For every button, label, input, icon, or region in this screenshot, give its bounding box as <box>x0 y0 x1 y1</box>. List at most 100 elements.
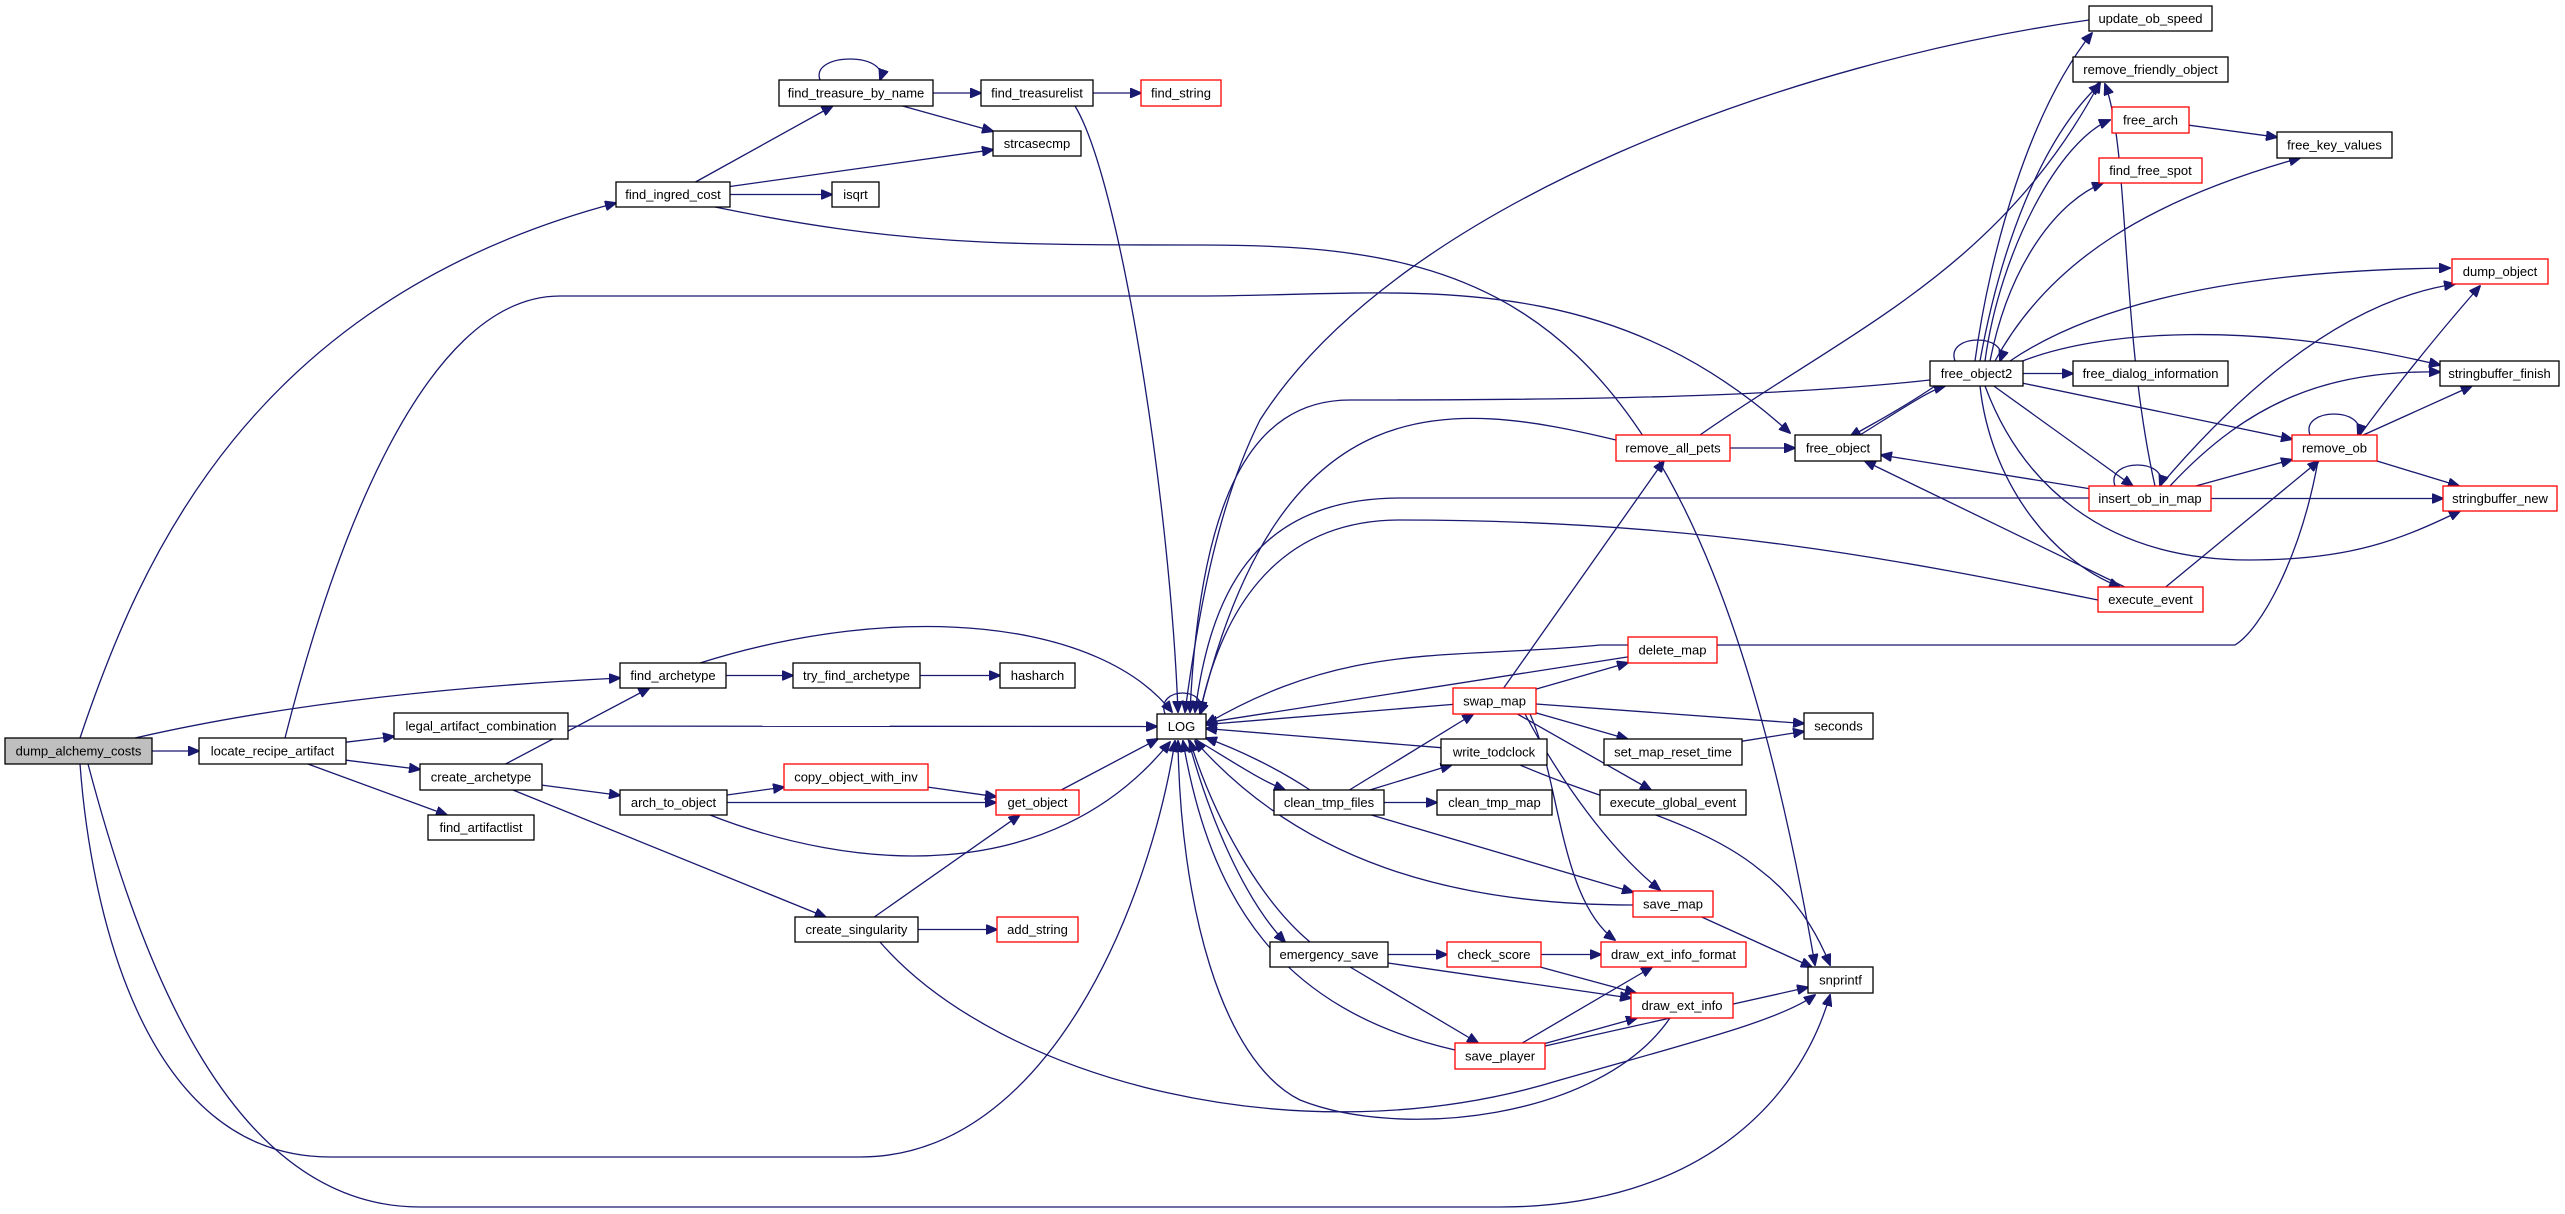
node-locate_recipe_artifact[interactable]: locate_recipe_artifact <box>198 737 347 765</box>
node-box[interactable] <box>783 763 929 791</box>
node-box[interactable] <box>1273 789 1385 816</box>
node-box[interactable] <box>619 662 727 689</box>
node-box[interactable] <box>427 814 535 841</box>
node-set_map_reset_time[interactable]: set_map_reset_time <box>1603 738 1743 766</box>
node-find_string[interactable]: find_string <box>1140 79 1222 107</box>
node-box[interactable] <box>419 763 543 791</box>
node-box[interactable] <box>619 789 728 816</box>
node-box[interactable] <box>996 916 1079 943</box>
node-check_score[interactable]: check_score <box>1446 941 1542 968</box>
node-isqrt[interactable]: isqrt <box>831 181 880 208</box>
node-find_treasure_by_name[interactable]: find_treasure_by_name <box>778 79 934 107</box>
node-find_free_spot[interactable]: find_free_spot <box>2098 157 2203 184</box>
node-box[interactable] <box>2451 258 2549 285</box>
node-free_object2[interactable]: free_object2 <box>1929 360 2024 387</box>
node-box[interactable] <box>2072 56 2229 83</box>
node-box[interactable] <box>831 181 880 208</box>
node-seconds[interactable]: seconds <box>1803 712 1874 740</box>
node-stringbuffer_finish[interactable]: stringbuffer_finish <box>2439 360 2560 387</box>
node-find_treasurelist[interactable]: find_treasurelist <box>980 79 1094 107</box>
node-box[interactable] <box>2276 131 2393 159</box>
node-create_archetype[interactable]: create_archetype <box>419 763 543 791</box>
node-box[interactable] <box>393 712 569 740</box>
node-box[interactable] <box>1446 941 1542 968</box>
node-update_ob_speed[interactable]: update_ob_speed <box>2088 5 2213 32</box>
node-free_object[interactable]: free_object <box>1794 434 1882 462</box>
node-box[interactable] <box>995 789 1080 816</box>
node-box[interactable] <box>1807 966 1874 994</box>
node-dump_object[interactable]: dump_object <box>2451 258 2549 285</box>
node-snprintf[interactable]: snprintf <box>1807 966 1874 994</box>
node-box[interactable] <box>2291 434 2378 462</box>
node-box[interactable] <box>1440 738 1548 766</box>
node-box[interactable] <box>1603 738 1743 766</box>
node-box[interactable] <box>2439 360 2560 387</box>
node-box[interactable] <box>1436 789 1553 816</box>
node-free_key_values[interactable]: free_key_values <box>2276 131 2393 159</box>
node-box[interactable] <box>792 662 921 689</box>
node-box[interactable] <box>1803 712 1874 740</box>
node-clean_tmp_map[interactable]: clean_tmp_map <box>1436 789 1553 816</box>
node-draw_ext_info_format[interactable]: draw_ext_info_format <box>1600 941 1747 968</box>
node-box[interactable] <box>1794 434 1882 462</box>
node-insert_ob_in_map[interactable]: insert_ob_in_map <box>2088 485 2212 512</box>
node-find_archetype[interactable]: find_archetype <box>619 662 727 689</box>
node-add_string[interactable]: add_string <box>996 916 1079 943</box>
node-box[interactable] <box>2442 485 2558 512</box>
node-box[interactable] <box>778 79 934 107</box>
node-free_dialog_information[interactable]: free_dialog_information <box>2072 360 2229 387</box>
node-find_ingred_cost[interactable]: find_ingred_cost <box>615 181 731 208</box>
node-box[interactable] <box>1632 890 1714 918</box>
node-remove_friendly_object[interactable]: remove_friendly_object <box>2072 56 2229 83</box>
node-swap_map[interactable]: swap_map <box>1452 687 1537 715</box>
node-box[interactable] <box>794 916 919 943</box>
node-box[interactable] <box>1627 636 1718 664</box>
node-box[interactable] <box>4 737 153 765</box>
node-emergency_save[interactable]: emergency_save <box>1269 941 1389 968</box>
node-free_arch[interactable]: free_arch <box>2111 106 2190 134</box>
node-dump_alchemy_costs[interactable]: dump_alchemy_costs <box>4 737 153 765</box>
node-box[interactable] <box>2072 360 2229 387</box>
node-box[interactable] <box>1630 992 1734 1019</box>
node-remove_all_pets[interactable]: remove_all_pets <box>1615 434 1731 462</box>
node-hasharch[interactable]: hasharch <box>999 662 1076 689</box>
node-find_artifactlist[interactable]: find_artifactlist <box>427 814 535 841</box>
node-box[interactable] <box>2098 157 2203 184</box>
node-box[interactable] <box>1156 713 1207 740</box>
node-box[interactable] <box>1140 79 1222 107</box>
node-execute_global_event[interactable]: execute_global_event <box>1599 789 1747 816</box>
node-box[interactable] <box>2088 485 2212 512</box>
node-delete_map[interactable]: delete_map <box>1627 636 1718 664</box>
node-box[interactable] <box>1454 1042 1546 1070</box>
node-remove_ob[interactable]: remove_ob <box>2291 434 2378 462</box>
node-write_todclock[interactable]: write_todclock <box>1440 738 1548 766</box>
node-box[interactable] <box>198 737 347 765</box>
node-stringbuffer_new[interactable]: stringbuffer_new <box>2442 485 2558 512</box>
node-arch_to_object[interactable]: arch_to_object <box>619 789 728 816</box>
node-box[interactable] <box>1269 941 1389 968</box>
node-get_object[interactable]: get_object <box>995 789 1080 816</box>
node-save_map[interactable]: save_map <box>1632 890 1714 918</box>
node-box[interactable] <box>2097 586 2204 613</box>
node-box[interactable] <box>615 181 731 208</box>
node-draw_ext_info[interactable]: draw_ext_info <box>1630 992 1734 1019</box>
node-box[interactable] <box>1615 434 1731 462</box>
node-box[interactable] <box>992 130 1082 157</box>
node-box[interactable] <box>2088 5 2213 32</box>
node-execute_event[interactable]: execute_event <box>2097 586 2204 613</box>
node-copy_object_with_inv[interactable]: copy_object_with_inv <box>783 763 929 791</box>
node-strcasecmp[interactable]: strcasecmp <box>992 130 1082 157</box>
node-box[interactable] <box>1600 941 1747 968</box>
node-LOG[interactable]: LOG <box>1156 713 1207 740</box>
node-box[interactable] <box>980 79 1094 107</box>
node-try_find_archetype[interactable]: try_find_archetype <box>792 662 921 689</box>
node-box[interactable] <box>2111 106 2190 134</box>
node-legal_artifact_combination[interactable]: legal_artifact_combination <box>393 712 569 740</box>
node-clean_tmp_files[interactable]: clean_tmp_files <box>1273 789 1385 816</box>
node-box[interactable] <box>1452 687 1537 715</box>
node-box[interactable] <box>1929 360 2024 387</box>
node-create_singularity[interactable]: create_singularity <box>794 916 919 943</box>
node-save_player[interactable]: save_player <box>1454 1042 1546 1070</box>
node-box[interactable] <box>999 662 1076 689</box>
node-box[interactable] <box>1599 789 1747 816</box>
